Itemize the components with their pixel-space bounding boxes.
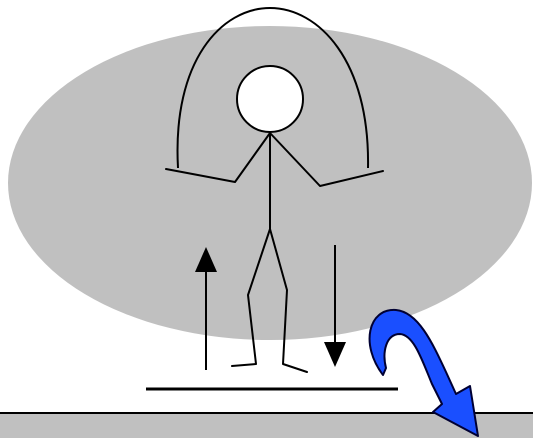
figure-head [237, 66, 303, 132]
